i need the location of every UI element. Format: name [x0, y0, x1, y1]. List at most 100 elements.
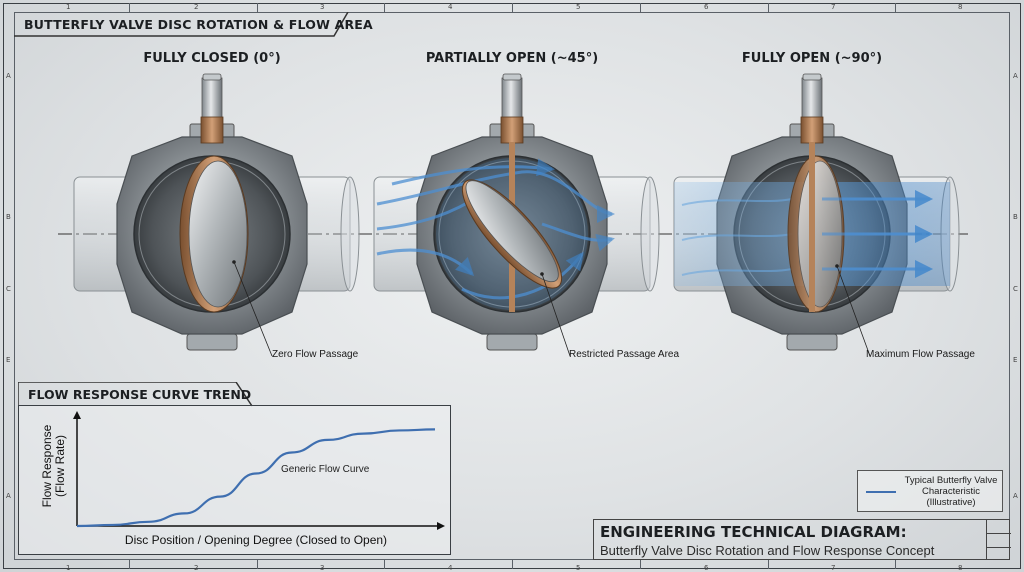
callout-partial: Restricted Passage Area — [569, 349, 680, 360]
ruler-number: 7 — [831, 564, 836, 572]
pipe-end — [640, 176, 660, 292]
ruler-tick — [512, 560, 513, 569]
pipe-end — [340, 176, 360, 292]
state-label-closed: FULLY CLOSED (0°) — [143, 51, 281, 66]
diagram-title: BUTTERFLY VALVE DISC ROTATION & FLOW ARE… — [24, 17, 373, 32]
inner-frame — [14, 12, 1010, 560]
flow-arrow — [461, 251, 584, 300]
ruler-number: 6 — [704, 564, 709, 572]
ruler-number: 4 — [448, 564, 453, 572]
flow-arrow — [391, 158, 555, 186]
stem-bushing — [800, 116, 824, 144]
callout-open: Maximum Flow Passage — [866, 349, 975, 360]
ruler-tick — [384, 3, 385, 12]
flow-streamline — [681, 233, 793, 241]
ruler-tick — [257, 3, 258, 12]
valve-open — [673, 73, 960, 357]
ruler-letter-left: A — [6, 72, 11, 80]
callout-leader — [233, 261, 273, 357]
legend-swatch — [866, 491, 896, 493]
flow-arrow — [541, 222, 615, 252]
ruler-letter-right: E — [1013, 356, 1018, 364]
ruler-tick — [768, 560, 769, 569]
ruler-number: 2 — [194, 564, 199, 572]
x-axis-label: Disc Position / Opening Degree (Closed t… — [125, 533, 387, 547]
state-label-partial: PARTIALLY OPEN (~45°) — [425, 51, 599, 66]
bottom-lug — [186, 333, 238, 351]
title-block-cells — [986, 520, 1011, 560]
curve-tab-outline — [18, 382, 253, 407]
flow-response-line — [76, 428, 436, 528]
ruler-tick — [257, 560, 258, 569]
stem-cap — [502, 73, 522, 81]
ruler-tick — [129, 560, 130, 569]
ruler-letter-left: E — [6, 356, 11, 364]
flow-streamline — [681, 268, 793, 276]
curve-title: FLOW RESPONSE CURVE TREND — [28, 387, 252, 402]
valve-disc — [465, 180, 559, 283]
ruler-tick — [129, 3, 130, 12]
callout-closed: Zero Flow Passage — [272, 349, 359, 360]
ruler-number: 3 — [320, 3, 325, 11]
ruler-tick — [384, 560, 385, 569]
ruler-letter-left: A — [6, 492, 11, 500]
ruler-letter-right: B — [1013, 213, 1018, 221]
ruler-number: 8 — [958, 3, 963, 11]
curve-title-tab: FLOW RESPONSE CURVE TREND — [18, 382, 258, 407]
ruler-letter-right: C — [1013, 285, 1018, 293]
title-block-title: ENGINEERING TECHNICAL DIAGRAM: — [600, 523, 907, 541]
ruler-tick — [768, 3, 769, 12]
y-axis-arrow — [73, 411, 81, 419]
legend-line-3: (Illustrative) — [926, 497, 976, 508]
ruler-number: 6 — [704, 3, 709, 11]
stem-cap — [202, 73, 222, 81]
ruler-letter-right: A — [1013, 72, 1018, 80]
ruler-number: 2 — [194, 3, 199, 11]
callout-dot — [540, 272, 544, 276]
legend-line-2: Characteristic — [921, 486, 981, 497]
state-label-open: FULLY OPEN (~90°) — [741, 51, 883, 66]
ruler-number: 5 — [576, 564, 581, 572]
ruler-number: 8 — [958, 564, 963, 572]
ruler-number: 3 — [320, 564, 325, 572]
ruler-tick — [895, 3, 896, 12]
valve-closed — [73, 73, 360, 357]
title-tab: BUTTERFLY VALVE DISC ROTATION & FLOW ARE… — [14, 12, 373, 37]
callout-leader — [541, 273, 571, 357]
y-axis-label: Flow Response(Flow Rate) — [40, 424, 67, 507]
callout-dot — [835, 264, 839, 268]
ruler-tick — [512, 3, 513, 12]
ruler-number: 1 — [66, 564, 71, 572]
curve-annotation: Generic Flow Curve — [281, 464, 370, 475]
callout-dot — [232, 260, 236, 264]
stem-cap — [802, 73, 822, 81]
ruler-number: 1 — [66, 3, 71, 11]
legend-text: Typical Butterfly Valve Characteristic (… — [901, 475, 1001, 508]
ruler-tick — [640, 3, 641, 12]
title-tab-outline — [14, 12, 349, 37]
ruler-letter-right: A — [1013, 492, 1018, 500]
flow-streamline — [681, 198, 793, 206]
ruler-letter-left: B — [6, 213, 11, 221]
stem-bushing — [500, 116, 524, 144]
legend-line-1: Typical Butterfly Valve — [904, 475, 998, 486]
x-axis-arrow — [437, 522, 445, 530]
bottom-lug — [786, 333, 838, 351]
valve-disc — [188, 160, 248, 308]
ruler-number: 4 — [448, 3, 453, 11]
ruler-tick — [895, 560, 896, 569]
bottom-lug — [486, 333, 538, 351]
title-block: ENGINEERING TECHNICAL DIAGRAM: Butterfly… — [593, 519, 1011, 560]
stem-bushing — [200, 116, 224, 144]
valve-partial — [373, 73, 660, 357]
flow-arrow — [376, 170, 615, 223]
ruler-tick — [640, 560, 641, 569]
title-block-subtitle: Butterfly Valve Disc Rotation and Flow R… — [600, 543, 935, 558]
flow-arrow — [376, 248, 475, 277]
ruler-number: 7 — [831, 3, 836, 11]
ruler-letter-left: C — [6, 285, 11, 293]
chart-legend: Typical Butterfly Valve Characteristic (… — [857, 470, 1003, 512]
